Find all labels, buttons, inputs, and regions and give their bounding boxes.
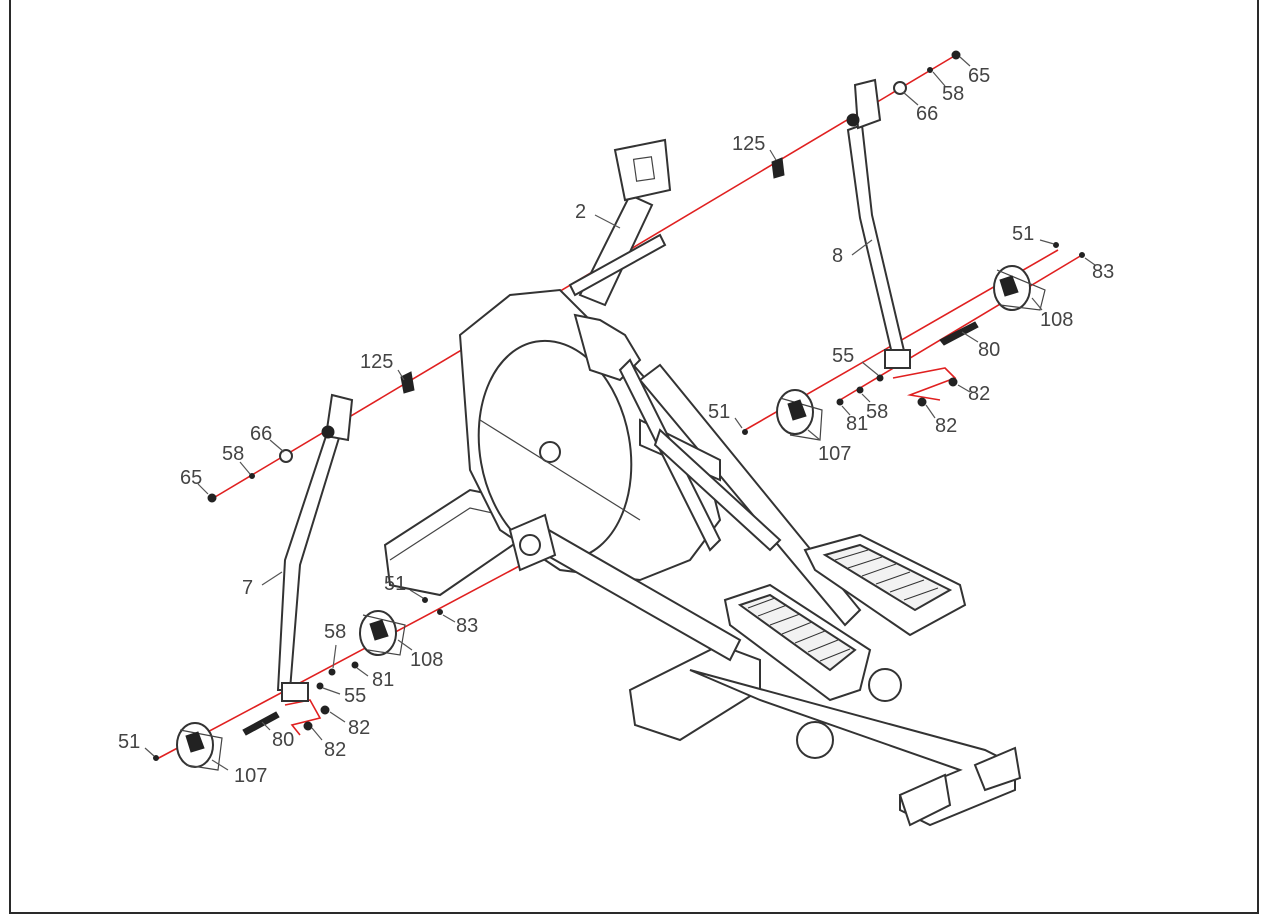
left-pedal [723,583,872,702]
upright-housing [573,313,642,382]
callout-51-left-low: 51 [118,731,140,753]
part-125-left-spring [400,371,415,394]
callout-108-left: 108 [410,649,443,671]
callout-80-right: 80 [978,339,1000,361]
callout-107-right: 107 [818,443,851,465]
part-58-right-washer [927,67,933,73]
rear-diagonal-strut [653,428,782,552]
part-65-right-nut [951,50,961,60]
right-bracket-axis [892,367,957,401]
part-58-left-mid-washer [328,668,336,676]
callout-65-left: 65 [180,467,202,489]
rear-roller-2 [868,668,902,702]
callout-108-right: 108 [1040,309,1073,331]
left-handle-bracket [281,682,309,702]
right-handlebar-assembly [771,50,961,369]
part-82-right-bushing-b [917,397,927,407]
part-80-left-screw [242,711,280,736]
callout-65-right: 65 [968,65,990,87]
rail-end-cap-2 [973,746,1022,792]
mast-crossbar [568,233,667,297]
callout-58-left: 58 [222,443,244,465]
part-80-right-screw [939,321,979,346]
part-83-left-bolt [437,609,443,615]
callout-107-left: 107 [234,765,267,787]
callout-82-left-b: 82 [324,739,346,761]
part-81-right-nut [836,398,844,406]
part-125-right-spring [771,157,785,179]
right-pedal [803,533,967,637]
right-handle-grip [853,78,882,130]
callout-83-left: 83 [456,615,478,637]
callout-2: 2 [575,201,586,223]
callout-82-right-b: 82 [935,415,957,437]
part-51-right-bolt-top [1053,242,1059,248]
elliptical-trainer-body [383,138,1022,827]
part-65-left-nut [207,493,217,503]
part-55-right-washer [876,374,884,382]
part-66-right-washer [893,81,907,95]
console-plate [613,138,672,202]
callout-55-right: 55 [832,345,854,367]
callout-82-left-a: 82 [348,717,370,739]
callout-81-left: 81 [372,669,394,691]
right-pedal-disc-107 [776,389,823,441]
part-82-left-bushing-a [320,705,330,715]
leader-lines [144,56,1096,771]
rear-roller [796,721,834,759]
callout-80-left: 80 [272,729,294,751]
part-58-left-washer [249,473,255,479]
right-handle-bracket [884,349,911,369]
left-pivot-bushing [321,425,335,439]
rail-end-cap [898,773,952,827]
callout-51-left-mid: 51 [384,573,406,595]
hardware [153,67,1085,761]
callout-66-left: 66 [250,423,272,445]
callout-66-right: 66 [916,103,938,125]
left-pedal-axis-line [154,554,541,761]
callout-51-right-low: 51 [708,401,730,423]
callout-82-right-a: 82 [968,383,990,405]
part-51-right-bolt-low [742,429,748,435]
left-pedal-disc-107 [176,722,223,771]
part-82-right-bushing-a [948,377,958,387]
right-pedal-disc-108 [993,265,1046,311]
callout-55-left: 55 [344,685,366,707]
part-82-left-bushing-b [303,721,313,731]
callout-58-right-mid: 58 [866,401,888,423]
callout-125-left: 125 [360,351,393,373]
part-81-left-nut [351,661,359,669]
left-handlebar-assembly [207,371,415,702]
left-pedal-disc-108 [359,610,406,656]
callout-7: 7 [242,577,253,599]
left-handlebar [276,426,344,691]
part-51-left-bolt-low [153,755,159,761]
callout-8: 8 [832,245,843,267]
flywheel-hub [539,441,561,463]
part-66-left-washer [279,449,293,463]
callout-125-right: 125 [732,133,765,155]
right-pivot-bushing [846,113,860,127]
part-51-left-bolt-mid [422,597,428,603]
callout-58-left-mid: 58 [324,621,346,643]
right-handlebar [846,123,907,360]
callout-58-right: 58 [942,83,964,105]
part-83-right-bolt [1079,252,1085,258]
part-58-right-mid-washer [856,386,864,394]
callout-81-right: 81 [846,413,868,435]
callout-51-right-top: 51 [1012,223,1034,245]
part-55-left-washer [316,682,324,690]
callout-83-right: 83 [1092,261,1114,283]
left-pivot-hole [519,534,541,556]
callout-labels: 65 58 66 125 2 8 51 83 108 80 55 82 58 8… [118,65,1114,787]
